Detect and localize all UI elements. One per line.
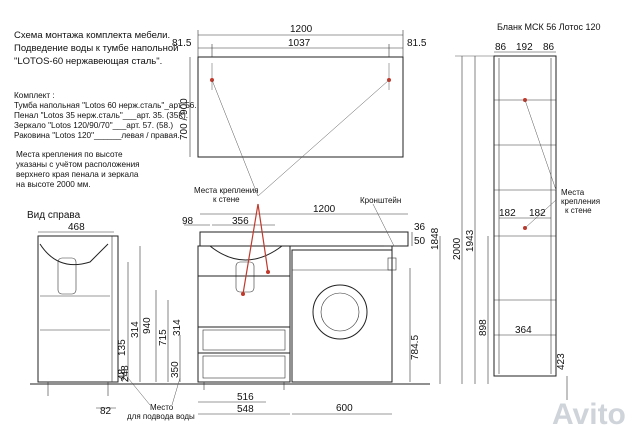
countertop — [199, 231, 409, 247]
dim-height-1848: 1848 — [430, 227, 441, 250]
dim-pencil-right: 86 — [543, 42, 555, 53]
label-bracket: Кронштейн — [360, 196, 401, 205]
dim-mirror-right: 81.5 — [407, 38, 427, 49]
dim-mirror-width: 1200 — [290, 24, 313, 35]
dim-side-depth: 468 — [68, 222, 85, 233]
dim-front-98: 98 — [182, 216, 194, 227]
kit-item: Тумба напольная "Lotos 60 нерж.сталь"_ар… — [14, 101, 197, 110]
dim-pencil-width: 364 — [515, 325, 532, 336]
front-sink-bowl — [209, 245, 283, 261]
dim-front-600: 600 — [336, 403, 353, 414]
diagram-title: Схема монтажа комплекта мебели. Подведен… — [14, 30, 178, 67]
cabinet-mount-point — [266, 270, 270, 274]
dim-pencil-left: 86 — [495, 42, 507, 53]
washing-machine — [291, 249, 393, 383]
dim-mirror-inner: 1037 — [288, 38, 311, 49]
mounting-note-line: указаны с учётом расположения — [16, 160, 140, 169]
bracket-plate — [387, 257, 397, 271]
kit-item: Пенал "Lotos 35 нерж.сталь"___арт. 35. (… — [14, 111, 188, 120]
label-mount-pencil: крепления — [561, 197, 600, 206]
side-basin — [39, 243, 109, 266]
label-mount-pencil: к стене — [565, 206, 592, 215]
dim-height-1943: 1943 — [465, 229, 476, 252]
drawer-front — [202, 329, 286, 351]
dim-side-82: 82 — [100, 406, 112, 417]
front-view-drawing: 1200 98 356 Кронштейн 36 50 784.5 — [30, 196, 430, 421]
dim-front-516: 516 — [237, 392, 254, 403]
height-dimensions: 2000 1943 1848 898 — [430, 55, 494, 384]
title-line-1: Схема монтажа комплекта мебели. — [14, 30, 170, 41]
dim-height-898: 898 — [478, 319, 489, 336]
kit-heading: Комплект : — [14, 91, 55, 100]
pencil-outline — [493, 55, 557, 377]
dim-pencil-mid: 192 — [516, 42, 533, 53]
dim-side-135: 135 — [117, 339, 128, 356]
dim-front-314b: 314 — [172, 319, 183, 336]
title-line-3: "LOTOS-60 нержавеющая сталь". — [14, 56, 162, 67]
dim-front-314a: 314 — [130, 321, 141, 338]
dim-pencil-bottom: 423 — [556, 353, 567, 370]
mount-point-leader — [257, 203, 269, 273]
drawer-front — [202, 355, 286, 379]
front-siphon — [235, 261, 255, 293]
mirror-outline — [197, 56, 404, 158]
mirror-drawing: 1200 81.5 1037 81.5 700 / 900 — [172, 24, 427, 158]
title-line-2: Подведение воды к тумбе напольной — [14, 43, 178, 54]
dim-pencil-lower-right: 182 — [529, 208, 546, 219]
dim-front-width: 1200 — [313, 204, 336, 215]
dim-pencil-lower-left: 182 — [499, 208, 516, 219]
mount-points-callout: Места крепления к стене — [194, 79, 390, 296]
cabinet-mount-point — [241, 292, 245, 296]
mount-point-leader — [242, 203, 259, 295]
pencil-case-drawing: Бланк МСК 56 Лотос 120 86 192 86 182 182… — [493, 22, 600, 400]
mounting-note-line: Места крепления по высоте — [16, 150, 123, 159]
kit-item: Зеркало "Lotos 120/90/70"___арт. 57. (58… — [14, 121, 173, 130]
dim-mirror-height: 700 / 900 — [179, 98, 190, 140]
dim-height-2000: 2000 — [452, 237, 463, 260]
kit-list: Комплект : Тумба напольная "Lotos 60 нер… — [14, 91, 197, 140]
blank-title: Бланк МСК 56 Лотос 120 — [497, 22, 600, 32]
mounting-note-line: верхнего края пенала и зеркала — [16, 170, 139, 179]
dim-front-350: 350 — [170, 361, 181, 378]
dim-side-48: 48 — [117, 368, 128, 380]
mounting-note: Места крепления по высоте указаны с учёт… — [16, 150, 140, 189]
side-siphon — [57, 257, 77, 295]
label-mount-points: Места крепления — [194, 186, 259, 195]
label-mount-points: к стене — [213, 195, 240, 204]
dim-front-940: 940 — [142, 317, 153, 334]
watermark: Avito — [552, 398, 626, 431]
dim-front-715: 715 — [158, 329, 169, 346]
label-side-view: Вид справа — [27, 210, 81, 221]
dim-right-50: 50 — [414, 236, 426, 247]
front-cabinet — [197, 245, 291, 383]
label-water: Место — [150, 403, 174, 412]
side-view-drawing: Вид справа 468 48 135 82 — [27, 210, 128, 417]
dim-mirror-left: 81.5 — [172, 38, 192, 49]
dim-right-784: 784.5 — [410, 335, 421, 360]
washing-machine-door — [312, 284, 368, 340]
dim-front-248: 248 — [120, 365, 131, 382]
mounting-note-line: на высоте 2000 мм. — [16, 180, 91, 189]
side-cabinet-outline — [37, 235, 119, 383]
dim-right-36: 36 — [414, 222, 426, 233]
label-mount-pencil: Места — [561, 188, 585, 197]
label-water: для подвода воды — [127, 412, 195, 421]
dim-front-548: 548 — [237, 404, 254, 415]
dim-front-356: 356 — [232, 216, 249, 227]
kit-item: Раковина "Lotos 120"______левая / правая… — [14, 131, 180, 140]
